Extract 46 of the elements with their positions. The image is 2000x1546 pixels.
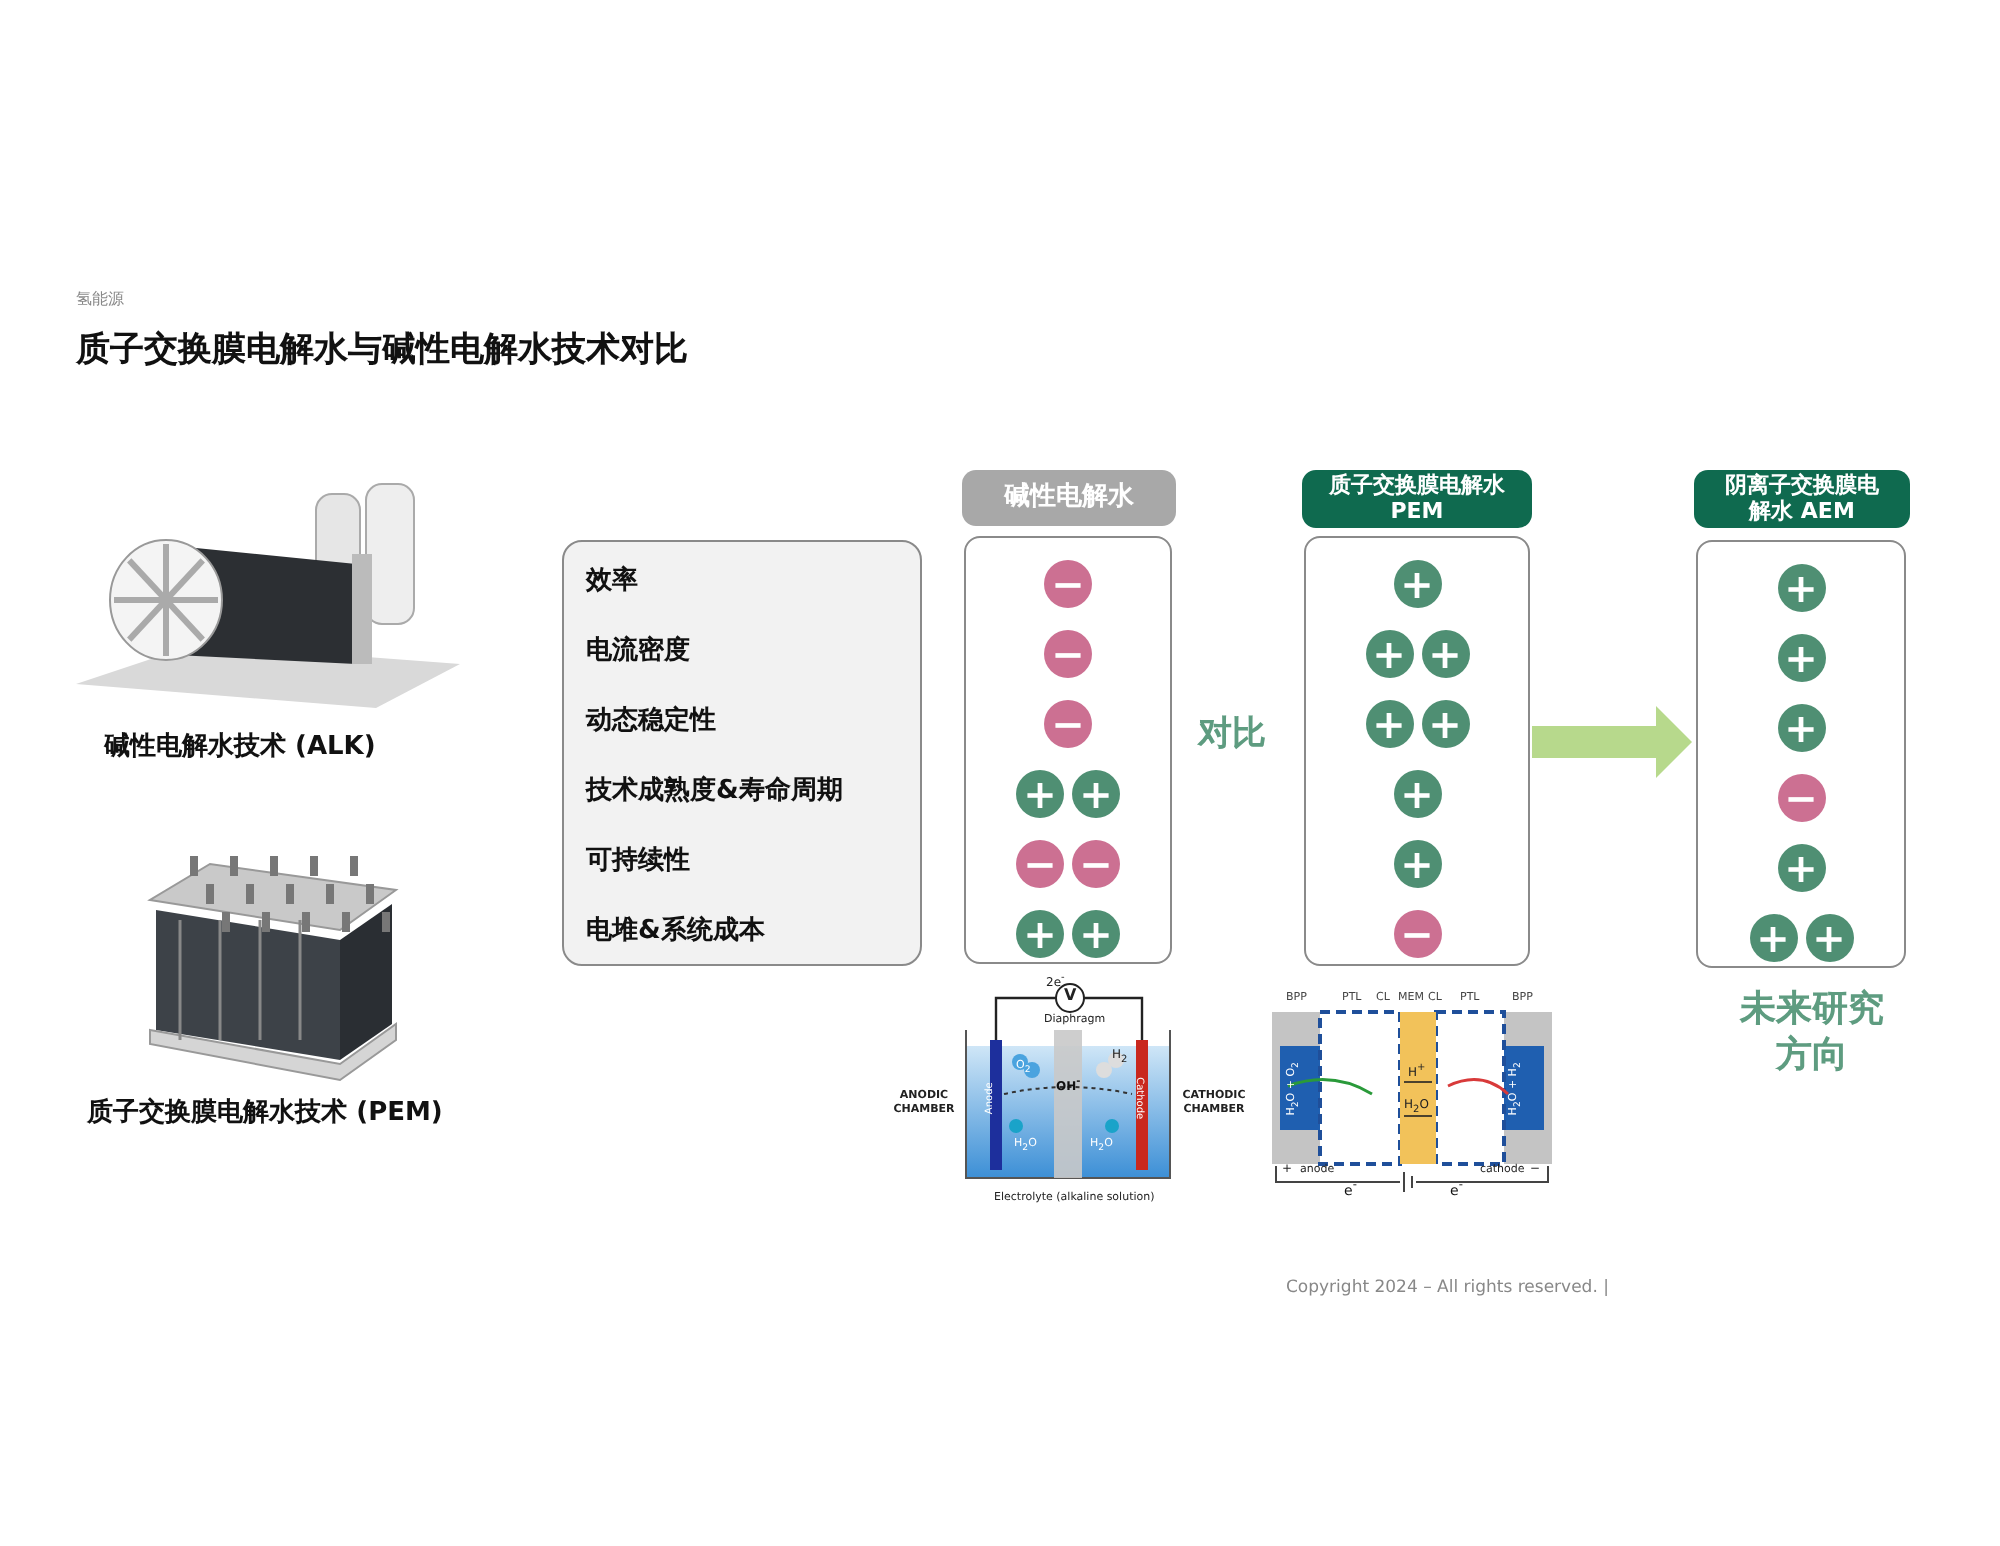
minus-rating: − (1777, 774, 1825, 822)
rating-column (1696, 540, 1906, 968)
criterion-label: 技术成熟度&寿命周期 (586, 773, 845, 810)
arrow (1532, 706, 1692, 778)
page-title: 质子交换膜电解水与碱性电解水技术对比 (76, 328, 688, 372)
plus-rating: + (1016, 910, 1064, 958)
column-header: 阴离子交换膜电解水 AEM (1694, 470, 1910, 528)
rating-column (1304, 536, 1530, 966)
plus-rating: + (1421, 630, 1469, 678)
plus-rating: + (1393, 770, 1441, 818)
criterion-label: 动态稳定性 (586, 703, 718, 740)
plus-rating: + (1777, 704, 1825, 752)
comparison-label: 对比 (1198, 714, 1266, 757)
plus-rating: + (1777, 844, 1825, 892)
minus-rating: − (1016, 840, 1064, 888)
criterion-label: 电流密度 (586, 633, 692, 670)
plus-rating: + (1777, 634, 1825, 682)
criterion-label: 可持续性 (586, 844, 692, 880)
diagram-label: V (1064, 986, 1077, 1006)
plus-rating: + (1365, 700, 1413, 748)
photo-caption: 质子交换膜电解水技术 (PEM) (85, 1098, 445, 1131)
plus-rating: + (1805, 914, 1853, 962)
criteria-panel (562, 540, 922, 966)
plus-rating: + (1749, 914, 1797, 962)
plus-rating: + (1072, 770, 1120, 818)
rating-column (964, 536, 1172, 964)
minus-rating: − (1044, 630, 1092, 678)
photo-caption: 碱性电解水技术 (ALK) (104, 732, 376, 765)
minus-rating: − (1044, 560, 1092, 608)
plus-rating: + (1393, 840, 1441, 888)
criterion-label: 效率 (586, 563, 640, 600)
plus-rating: + (1777, 564, 1825, 612)
minus-rating: − (1393, 910, 1441, 958)
column-header: 质子交换膜电解水 PEM (1302, 470, 1532, 528)
plus-rating: + (1421, 700, 1469, 748)
plus-rating: + (1365, 630, 1413, 678)
column-header: 碱性电解水 (962, 470, 1176, 526)
criterion-label: 电堆&系统成本 (586, 913, 767, 950)
plus-rating: + (1016, 770, 1064, 818)
future-direction-label: 未来研究方向 (1737, 988, 1886, 1078)
plus-rating: + (1072, 910, 1120, 958)
section-label: 氢能源 (76, 290, 124, 310)
plus-rating: + (1393, 560, 1441, 608)
copyright-notice: Copyright 2024 – All rights reserved. | (1286, 1278, 1609, 1300)
minus-rating: − (1044, 700, 1092, 748)
minus-rating: − (1072, 840, 1120, 888)
